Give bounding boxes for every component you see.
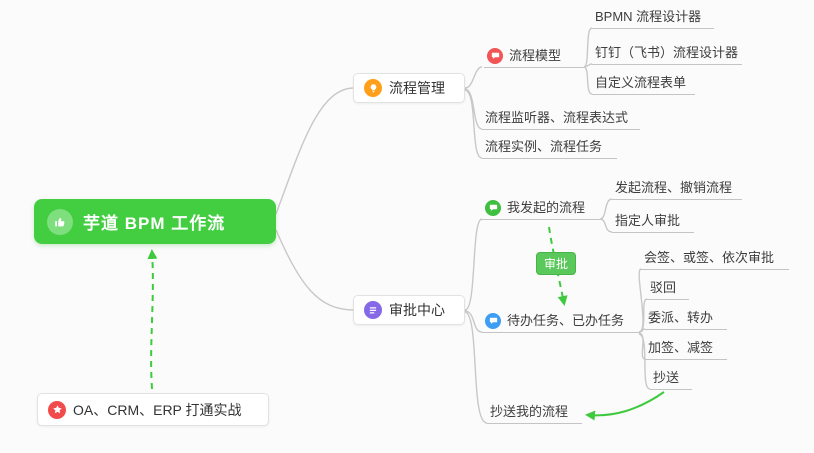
- topic-label: 抄送: [653, 370, 680, 385]
- topic-approval-center[interactable]: 审批中心: [353, 295, 465, 325]
- topic-label: 指定人审批: [615, 213, 681, 228]
- topic-label: 会签、或签、依次审批: [644, 250, 775, 265]
- topic-label: 发起流程、撤销流程: [615, 180, 733, 195]
- topic-label: 流程管理: [389, 80, 445, 96]
- topic-listener-expression[interactable]: 流程监听器、流程表达式: [482, 107, 640, 130]
- practice-to-root-arrow: [147, 249, 158, 390]
- topic-reject[interactable]: 驳回: [647, 277, 689, 300]
- branch-connectors: [275, 27, 651, 424]
- topic-assignee-approval[interactable]: 指定人审批: [612, 210, 694, 233]
- topic-custom-form[interactable]: 自定义流程表单: [592, 72, 695, 95]
- chat-bubble-icon: [487, 47, 503, 64]
- topic-label: 我发起的流程: [507, 200, 586, 215]
- chat-bubble-icon: [485, 312, 501, 329]
- topic-cc[interactable]: 抄送: [650, 367, 692, 390]
- approval-badge[interactable]: 审批: [536, 252, 576, 275]
- topic-label: OA、CRM、ERP 打通实战: [73, 401, 242, 418]
- topic-cc-my-flow[interactable]: 抄送我的流程: [487, 401, 582, 424]
- topic-bpmn-designer[interactable]: BPMN 流程设计器: [592, 6, 714, 29]
- topic-todo-done-tasks[interactable]: 待办任务、已办任务: [482, 310, 639, 333]
- topic-label: 加签、减签: [648, 340, 714, 355]
- cc-flow-arrow: [585, 391, 665, 421]
- topic-root[interactable]: 芋道 BPM 工作流: [34, 199, 276, 244]
- topic-label: 委派、转办: [648, 310, 714, 325]
- topic-add-remove-sign[interactable]: 加签、减签: [645, 337, 727, 360]
- topic-label: 流程监听器、流程表达式: [485, 110, 629, 125]
- topic-label: 流程模型: [509, 48, 562, 63]
- topic-my-initiated[interactable]: 我发起的流程: [482, 197, 600, 220]
- topic-root-label: 芋道 BPM 工作流: [83, 214, 226, 233]
- document-lines-icon: [364, 301, 382, 319]
- chat-bubble-icon: [485, 199, 501, 216]
- topic-process-model[interactable]: 流程模型: [484, 45, 584, 68]
- topic-label: 审批中心: [389, 302, 445, 318]
- topic-label: 抄送我的流程: [490, 404, 569, 419]
- thumbs-up-icon: [47, 208, 73, 235]
- approval-flow-arrow: [548, 226, 568, 306]
- topic-label: 流程实例、流程任务: [485, 139, 603, 154]
- topic-delegate-transfer[interactable]: 委派、转办: [645, 307, 727, 330]
- topic-label: 驳回: [650, 280, 677, 295]
- topic-practice[interactable]: OA、CRM、ERP 打通实战: [37, 393, 269, 426]
- topic-label: 自定义流程表单: [595, 75, 687, 90]
- topic-start-cancel-flow[interactable]: 发起流程、撤销流程: [612, 177, 742, 200]
- lightbulb-icon: [364, 79, 382, 97]
- topic-countersign[interactable]: 会签、或签、依次审批: [641, 247, 789, 270]
- star-icon: [48, 400, 66, 419]
- topic-instance-task[interactable]: 流程实例、流程任务: [482, 136, 617, 159]
- topic-label: 钉钉（飞书）流程设计器: [595, 45, 739, 60]
- topic-dingtalk-designer[interactable]: 钉钉（飞书）流程设计器: [592, 42, 742, 65]
- topic-process-management[interactable]: 流程管理: [353, 73, 465, 103]
- topic-label: BPMN 流程设计器: [595, 9, 702, 24]
- topic-label: 待办任务、已办任务: [507, 313, 625, 328]
